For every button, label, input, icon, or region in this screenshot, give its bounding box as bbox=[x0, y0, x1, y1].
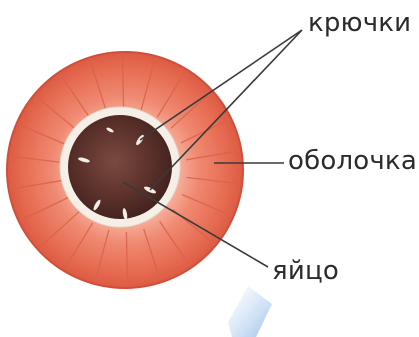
label-egg: яйцо bbox=[272, 258, 339, 284]
watermark-shape bbox=[228, 286, 272, 337]
label-shell: оболочка bbox=[288, 148, 417, 174]
egg bbox=[68, 115, 172, 219]
label-hooks: крючки bbox=[308, 10, 411, 36]
